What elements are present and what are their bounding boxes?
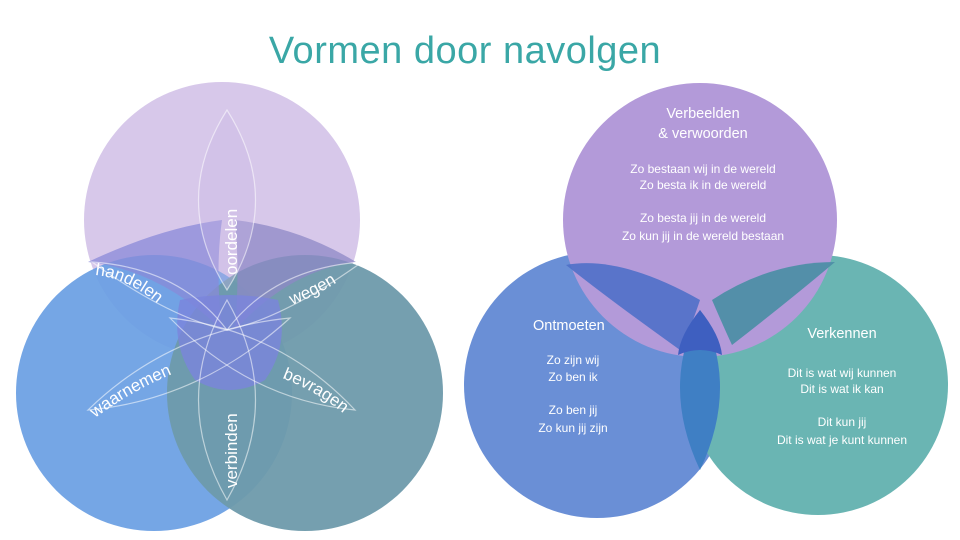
top-text1-line1: Zo bestaan wij in de wereld: [630, 162, 775, 176]
label-oordelen: oordelen: [222, 209, 241, 275]
overlap-center: [177, 295, 282, 390]
right-text2-line2: Dit is wat je kunt kunnen: [777, 433, 907, 447]
top-text2-line2: Zo kun jij in de wereld bestaan: [622, 229, 784, 243]
right-venn: [464, 83, 948, 518]
overlap-top-right-right: [712, 262, 835, 345]
left-text2-line1: Zo ben jij: [549, 403, 598, 417]
overlap-top-right: [235, 220, 356, 330]
petal-bevragen: [168, 317, 357, 411]
left-text1-line1: Zo zijn wij: [547, 353, 600, 367]
petal-waarnemen: [86, 317, 292, 411]
top-heading-line1: Verbeelden: [666, 106, 739, 122]
left-text1-line2: Zo ben ik: [548, 370, 598, 384]
petal-verbinden: [198, 298, 256, 502]
left-venn: oordelen handelen wegen waarnemen bevrag…: [16, 82, 443, 531]
slide-title: Vormen door navolgen: [268, 30, 662, 72]
right-text2-line1: Dit kun jij: [818, 415, 867, 429]
right-text1-line1: Dit is wat wij kunnen: [788, 366, 897, 380]
label-verbinden: verbinden: [222, 413, 241, 488]
top-text1-line2: Zo besta ik in de wereld: [640, 178, 767, 192]
left-text2-line2: Zo kun jij zijn: [538, 421, 607, 435]
petal-oordelen: [198, 108, 256, 292]
top-text2-line1: Zo besta jij in de wereld: [640, 211, 766, 225]
right-text1-line2: Dit is wat ik kan: [800, 382, 883, 396]
top-heading-line2: & verwoorden: [658, 126, 747, 142]
left-heading: Ontmoeten: [533, 318, 605, 334]
overlap-top-left-right: [566, 263, 700, 350]
petal-outlines: [86, 108, 365, 502]
overlap-center-right: [678, 310, 722, 355]
right-heading: Verkennen: [807, 326, 876, 342]
